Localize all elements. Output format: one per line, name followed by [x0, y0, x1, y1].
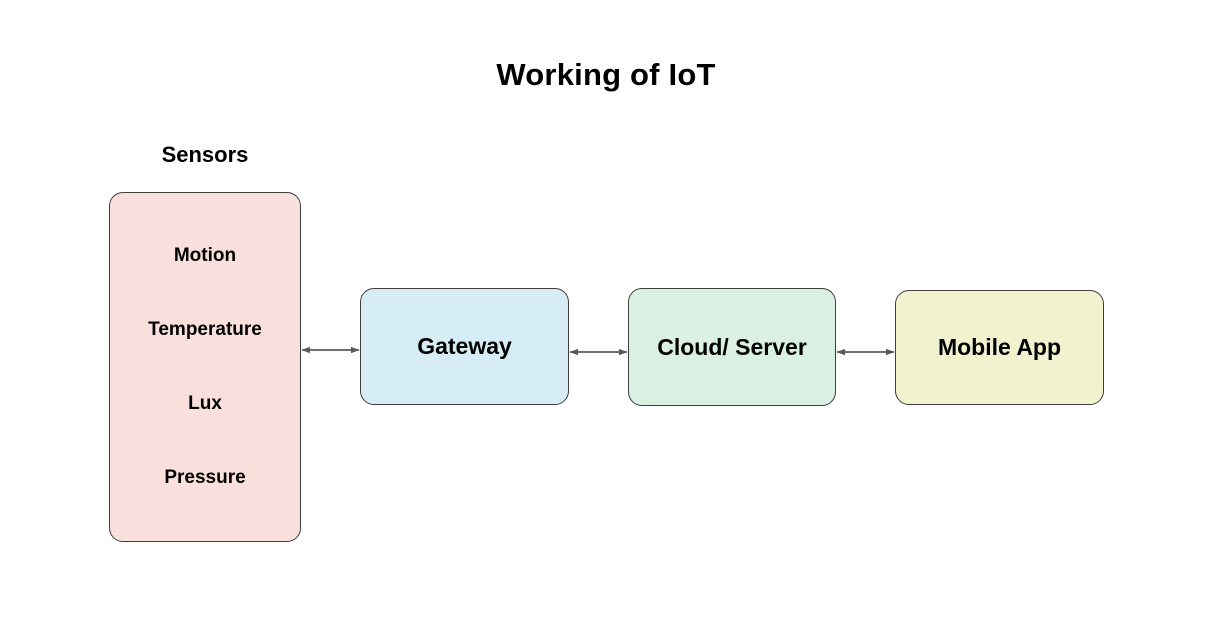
node-gateway-label: Gateway	[417, 333, 512, 359]
node-sensors[interactable]: Motion Temperature Lux Pressure	[109, 192, 301, 542]
node-cloud-server-label: Cloud/ Server	[657, 333, 807, 360]
sensor-item-temperature: Temperature	[148, 318, 262, 340]
node-mobile-app-label: Mobile App	[937, 334, 1062, 360]
sensor-item-pressure: Pressure	[164, 466, 246, 488]
node-gateway[interactable]: Gateway	[360, 288, 569, 405]
page-title: Working of IoT	[496, 57, 716, 92]
node-cloud-server[interactable]: Cloud/ Server	[628, 288, 836, 406]
node-mobile-app[interactable]: Mobile App	[895, 290, 1104, 405]
sensors-group-label: Sensors	[161, 142, 249, 167]
sensor-item-motion: Motion	[173, 244, 237, 266]
sensor-item-lux: Lux	[188, 392, 222, 414]
